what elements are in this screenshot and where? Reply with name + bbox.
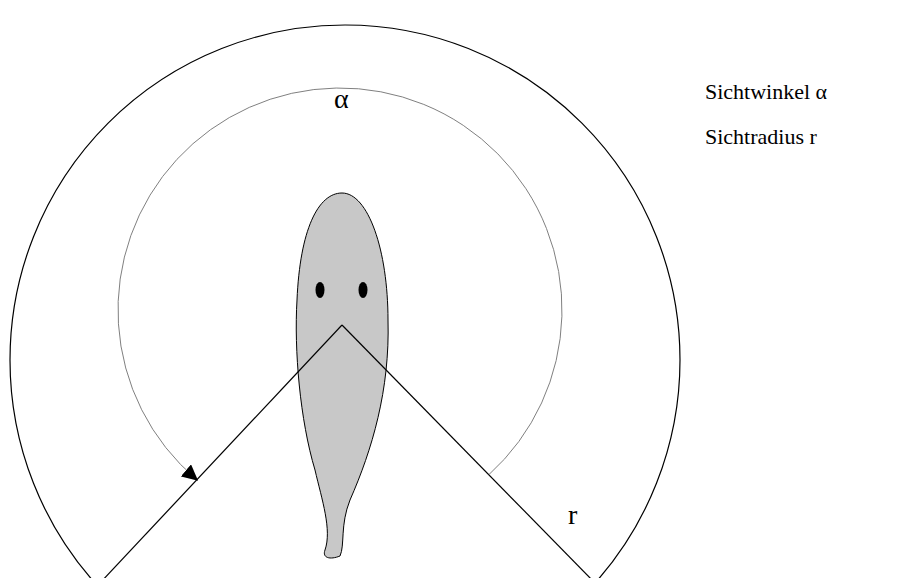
angle-symbol: α [334, 84, 349, 115]
view-line [342, 325, 595, 578]
legend-text: Sichtradius r [705, 125, 817, 149]
fish-eye [316, 282, 325, 298]
radius-symbol: r [568, 500, 577, 531]
fish-eye [359, 282, 368, 298]
fish-body [296, 193, 388, 558]
sight-radius-circle [10, 25, 680, 578]
view-angle-arc [118, 88, 562, 480]
legend-text: Sichtwinkel α [705, 80, 827, 104]
view-line [100, 325, 342, 578]
